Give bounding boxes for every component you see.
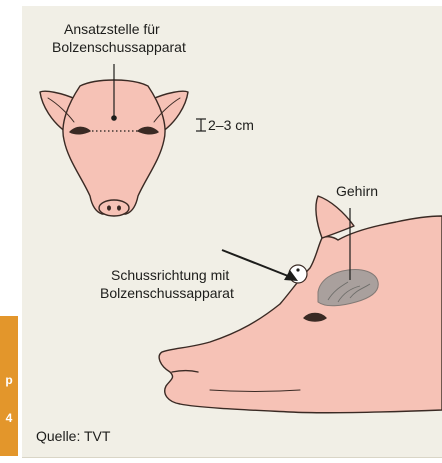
- brain-label: Gehirn: [336, 183, 378, 200]
- direction-label-line2: Bolzenschussapparat: [100, 285, 234, 302]
- snout: [99, 200, 129, 216]
- direction-label-line1: Schussrichtung mit: [111, 267, 229, 284]
- pig-head-side-illustration: [159, 196, 442, 413]
- side-ear: [316, 196, 354, 238]
- distance-bracket: [196, 119, 206, 131]
- side-head-shape: [159, 216, 442, 413]
- target-label-line1: Ansatzstelle für: [64, 21, 160, 38]
- source-label: Quelle: TVT: [36, 428, 110, 445]
- direction-arrow-icon: [222, 250, 298, 281]
- target-point: [111, 115, 117, 121]
- target-label-line2: Bolzenschussapparat: [52, 39, 186, 56]
- distance-label: 2–3 cm: [208, 117, 254, 134]
